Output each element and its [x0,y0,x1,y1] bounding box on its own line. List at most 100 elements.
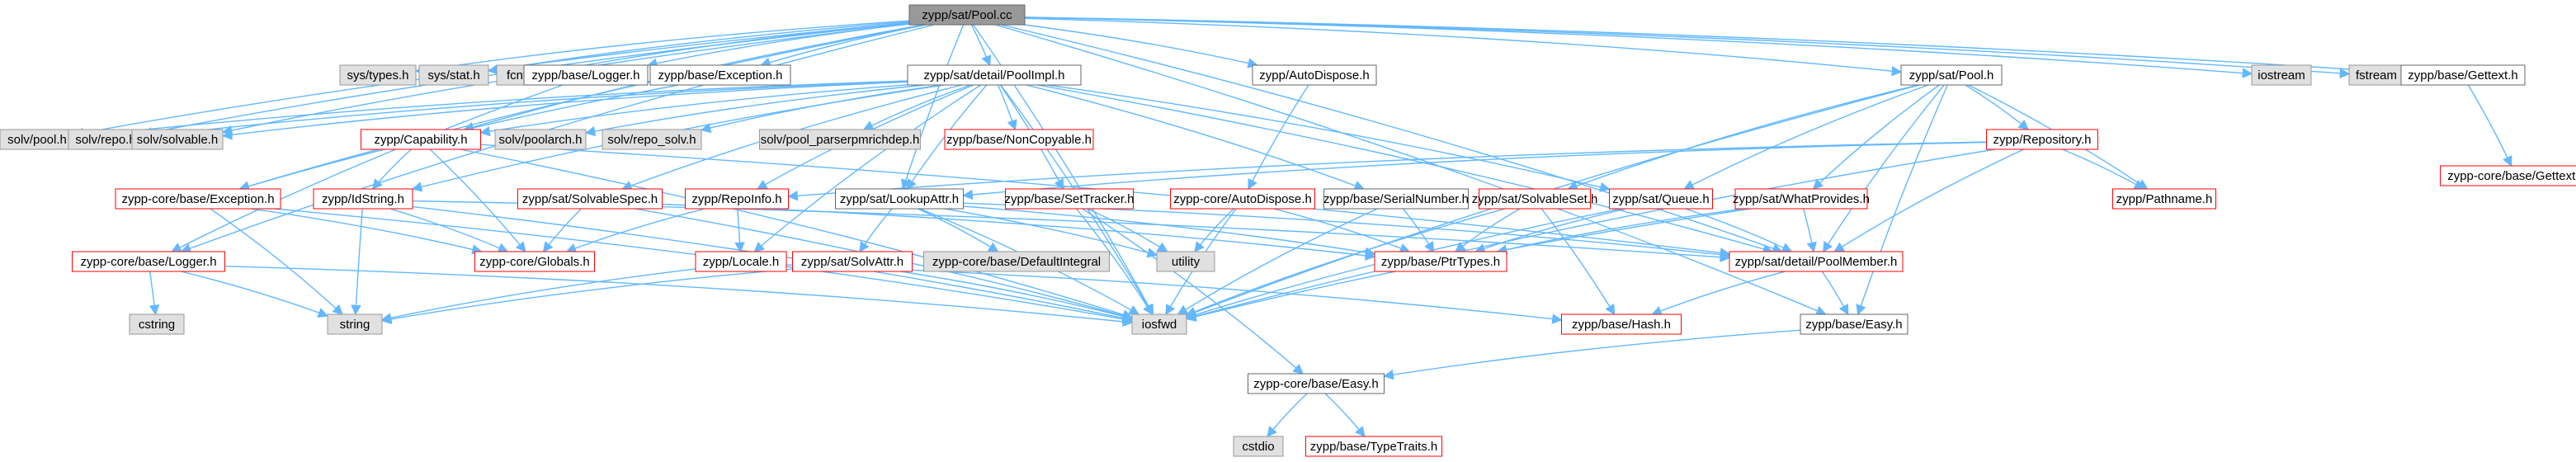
edge-repository-to-lookupattr [962,141,1987,200]
node-label: zypp/Pathname.h [2116,192,2213,206]
node-box [2400,64,2526,86]
edge-root-to-satpool [1024,17,1903,77]
node-box [1900,64,2003,86]
edge-queue-to-ptrtypes [1474,208,1626,254]
edge-poolimpl-to-serialnumber [1026,84,1366,191]
node-zypp-core-base-gettext-h[interactable]: zypp-core/base/Gettext.h [2440,165,2576,186]
edge-satpool-to-baseeasy [1856,84,1948,316]
node-box [361,129,481,150]
node-box [1609,188,1713,210]
node-zypp-core-base-logger-h[interactable]: zypp-core/base/Logger.h [72,251,225,272]
node-box [1248,373,1385,394]
node-zypp-core-base-exception-h[interactable]: zypp-core/base/Exception.h [115,188,281,210]
node-label: zypp/base/PtrTypes.h [1381,255,1500,269]
node-zypp-sat-solvableset-h[interactable]: zypp/sat/SolvableSet.h [1472,188,1598,210]
node-box [1170,188,1315,210]
node-zypp-sat-lookupattr-h[interactable]: zypp/sat/LookupAttr.h [835,188,964,210]
edge-coreautodispose-to-utility [1194,208,1234,252]
edge-settracker-to-iosfwd [1076,208,1154,316]
edge-baselogger-to-corelogger [170,84,564,252]
node-zypp-base-gettext-h[interactable]: zypp/base/Gettext.h [2400,64,2526,86]
node-label: zypp/base/Hash.h [1572,318,1671,332]
node-zypp-core-autodispose-h[interactable]: zypp-core/AutoDispose.h [1170,188,1315,210]
edge-solvableset-to-ptrtypes [1455,208,1521,252]
node-box [68,129,144,150]
node-zypp-sat-pool-h[interactable]: zypp/sat/Pool.h [1900,64,2003,86]
node-zypp-sat-detail-poolmember-h[interactable]: zypp/sat/detail/PoolMember.h [1729,251,1904,272]
node-box [685,188,789,210]
node-zypp-base-typetraits-h[interactable]: zypp/base/TypeTraits.h [1305,436,1442,457]
edge-poolimpl-to-solvpool [73,80,908,142]
edge-repository-to-poolmember [1833,148,2025,252]
node-label: zypp/RepoInfo.h [691,192,781,206]
node-box [129,314,185,335]
node-zypp-base-noncopyable-h[interactable]: zypp/base/NonCopyable.h [944,129,1094,150]
node-zypp-core-globals-h[interactable]: zypp-core/Globals.h [474,251,595,272]
edge-repository-to-pathname [2062,148,2145,190]
node-label: solv/pool_parserpmrichdep.h [761,133,920,147]
node-box [1305,436,1442,457]
node-solv-repo-solv-h: solv/repo_solv.h [602,129,702,150]
node-sys-stat-h: sys/stat.h [418,64,489,86]
node-zypp-core-base-easy-h[interactable]: zypp-core/base/Easy.h [1248,373,1385,394]
node-box [1005,188,1134,210]
node-zypp-sat-queue-h[interactable]: zypp/sat/Queue.h [1609,188,1713,210]
edge-poolimpl-to-queue [1047,84,1611,192]
node-box [1734,188,1868,210]
edge-settracker-to-coreeasy [1082,208,1304,375]
node-zypp-base-exception-h[interactable]: zypp/base/Exception.h [649,64,791,86]
node-zypp-pathname-h[interactable]: zypp/Pathname.h [2112,188,2216,210]
node-box [695,251,787,272]
node-zypp-sat-solvattr-h[interactable]: zypp/sat/SolvAttr.h [792,251,913,272]
node-box [792,251,913,272]
node-zypp-autodispose-h[interactable]: zypp/AutoDispose.h [1252,64,1377,86]
node-zypp-repository-h[interactable]: zypp/Repository.h [1986,129,2098,150]
node-box [418,64,489,86]
node-zypp-base-easy-h[interactable]: zypp/base/Easy.h [1800,314,1908,335]
node-zypp-repoinfo-h[interactable]: zypp/RepoInfo.h [685,188,789,210]
node-zypp-base-serialnumber-h[interactable]: zypp/base/SerialNumber.h [1323,188,1469,210]
node-box [1986,129,2098,150]
edge-locale-to-hash [786,264,1563,324]
node-solv-poolarch-h: solv/poolarch.h [494,129,587,150]
node-zypp-locale-h[interactable]: zypp/Locale.h [695,251,787,272]
node-zypp-sat-solvablespec-h[interactable]: zypp/sat/SolvableSpec.h [517,188,663,210]
node-zypp-base-hash-h[interactable]: zypp/base/Hash.h [1561,314,1682,335]
edge-idstring-to-globals [389,208,509,253]
node-zypp-base-settracker-h[interactable]: zypp/base/SetTracker.h [1004,188,1135,210]
node-zypp-sat-pool-cc[interactable]: zypp/sat/Pool.cc [908,4,1026,26]
node-box [2251,64,2312,86]
node-zypp-capability-h[interactable]: zypp/Capability.h [361,129,481,150]
node-label: zypp/sat/SolvAttr.h [801,255,903,269]
node-box [907,64,1082,86]
node-string: string [327,314,383,335]
edge-root-to-lookupattr [900,24,965,191]
node-label: zypp/base/Easy.h [1805,318,1902,332]
edge-poolimpl-to-noncopyable [997,84,1017,131]
node-zypp-idstring-h[interactable]: zypp/IdString.h [313,188,413,210]
edge-poolmember-to-hash [1651,271,1786,316]
edge-solvattr-to-iosfwd [900,271,1134,322]
node-zypp-base-logger-h[interactable]: zypp/base/Logger.h [523,64,649,86]
node-box [2348,64,2404,86]
edge-repoinfo-to-locale [734,208,745,253]
node-label: zypp/Capability.h [374,133,467,147]
node-box [474,251,595,272]
node-box [523,64,649,86]
node-label: zypp/IdString.h [322,192,404,206]
edge-root-to-poolmember [1001,24,1783,254]
node-label: zypp/base/Gettext.h [2408,68,2517,82]
node-zypp-sat-detail-poolimpl-h[interactable]: zypp/sat/detail/PoolImpl.h [907,64,1082,86]
edge-satpool-to-whatprovides [1812,84,1940,190]
edge-poolimpl-to-solvsolvable [221,81,908,140]
node-box [1233,436,1284,457]
edge-gettext-to-coregettext [2467,84,2512,167]
node-zypp-sat-whatprovides-h[interactable]: zypp/sat/WhatProvides.h [1733,188,1870,210]
edge-root-to-baseeasy [995,24,1827,316]
node-box [313,188,413,210]
edge-lookupattr-to-solvattr [859,208,893,253]
node-zypp-base-ptrtypes-h[interactable]: zypp/base/PtrTypes.h [1374,251,1507,272]
edge-coreeasy-to-cstdio [1267,393,1308,437]
edge-queue-to-poolmember [1685,208,1793,252]
